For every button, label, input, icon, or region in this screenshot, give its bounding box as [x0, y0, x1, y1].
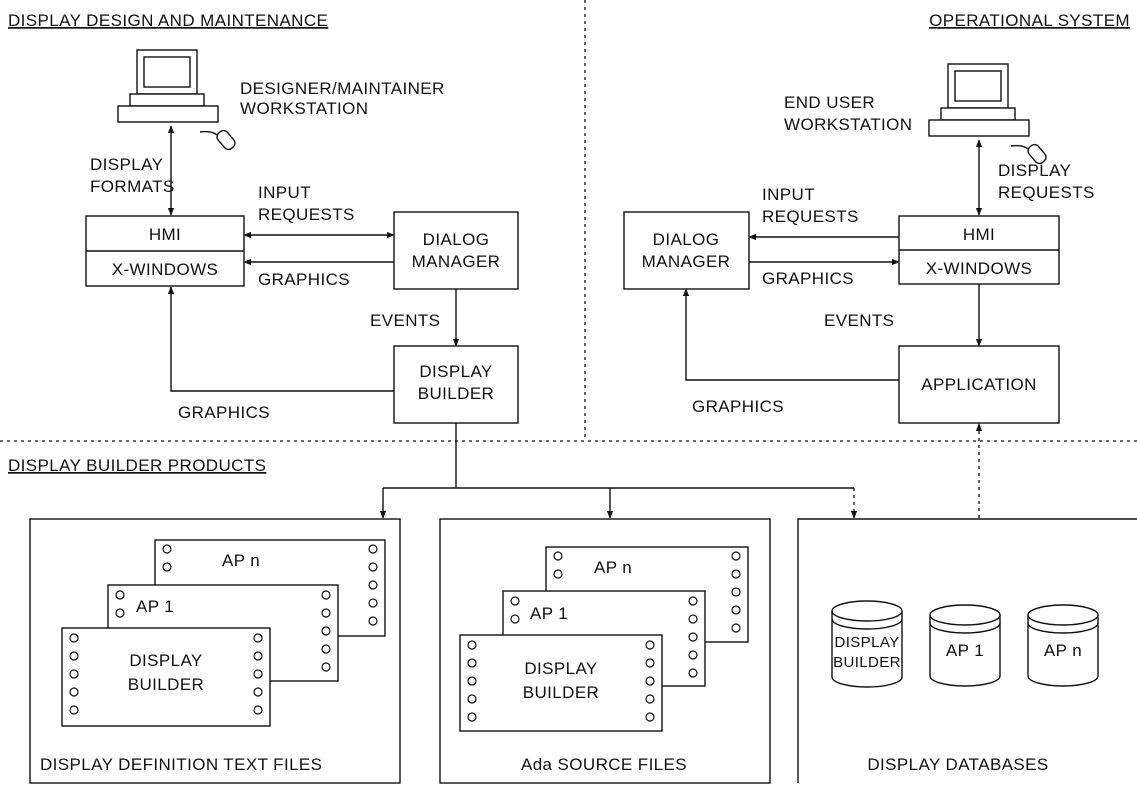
text-files-ap-1-label: AP 1 [136, 597, 174, 616]
left-hmi-label: HMI [149, 225, 181, 244]
right-graphics-loop-label: GRAPHICS [692, 397, 784, 416]
right-graphics-loop-arrow [686, 289, 899, 380]
right-dialog-manager-box [624, 212, 749, 289]
left-graphics-loop-arrow [171, 287, 394, 391]
left-graphics-loop-label: GRAPHICS [178, 403, 270, 422]
ada-files-ap-1-label: AP 1 [530, 604, 568, 623]
text-files-ap-n-label: AP n [222, 551, 260, 570]
database-ap-1-label: AP 1 [946, 641, 984, 660]
left-graphics-to-xwindows-label: GRAPHICS [258, 270, 350, 289]
text-files-caption: DISPLAY DEFINITION TEXT FILES [40, 755, 322, 774]
left-xwindows-label: X-WINDOWS [112, 260, 219, 279]
right-hmi-label: HMI [963, 225, 995, 244]
heading-design-maintenance: DISPLAY DESIGN AND MAINTENANCE [8, 11, 328, 30]
application-label: APPLICATION [921, 375, 1037, 394]
right-events-label: EVENTS [824, 311, 894, 330]
ada-files-caption: Ada SOURCE FILES [521, 755, 687, 774]
databases-caption: DISPLAY DATABASES [867, 755, 1048, 774]
database-ap-n-label: AP n [1044, 641, 1082, 660]
right-xwindows-label: X-WINDOWS [926, 259, 1033, 278]
left-dialog-manager-box [394, 212, 518, 289]
designer-workstation-computer-icon [118, 50, 237, 152]
heading-builder-products: DISPLAY BUILDER PRODUCTS [8, 456, 266, 475]
ada-files-ap-n-label: AP n [594, 558, 632, 577]
left-events-label: EVENTS [370, 311, 440, 330]
heading-operational-system: OPERATIONAL SYSTEM [929, 11, 1130, 30]
end-user-workstation-computer-icon [929, 64, 1048, 166]
right-graphics-to-xwindows-label: GRAPHICS [762, 269, 854, 288]
